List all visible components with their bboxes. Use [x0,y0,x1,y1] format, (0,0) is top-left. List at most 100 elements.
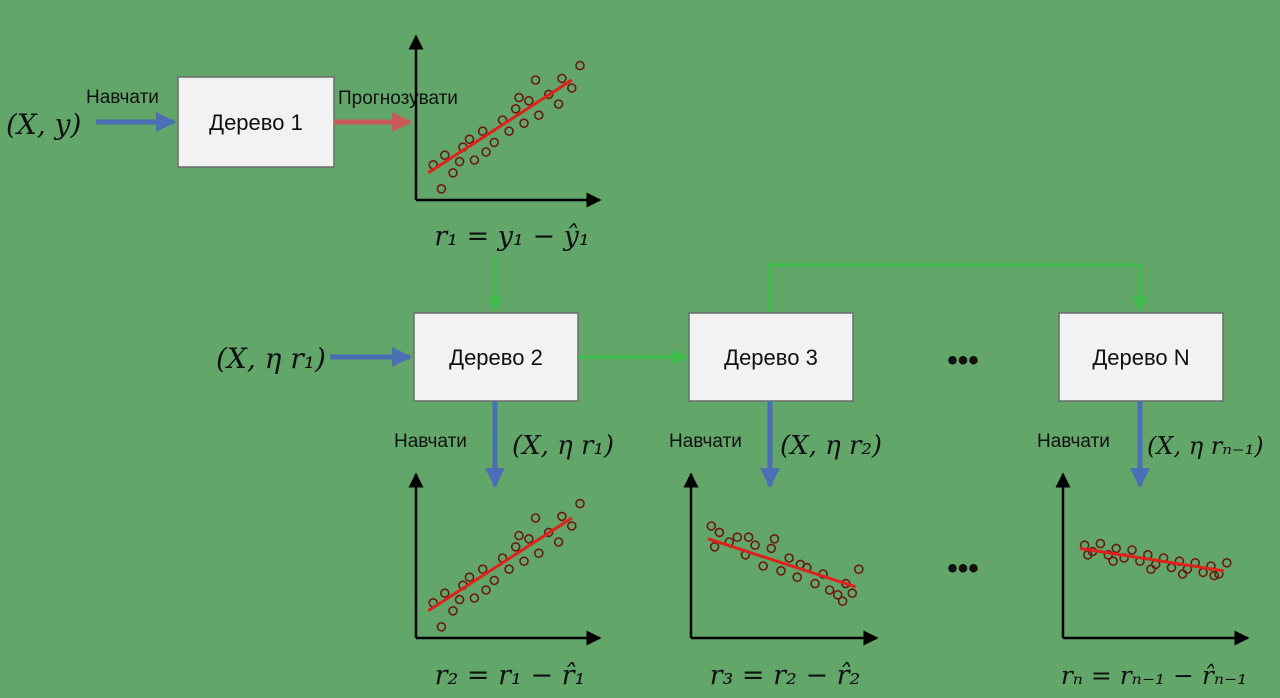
plot3-point [832,589,843,600]
plot2-point [469,593,480,603]
plotN-point [1222,557,1232,568]
train-label-2: Навчати [394,431,467,452]
fit-input-3: (X, η r₂) [780,431,882,461]
predict-label: Прогнозувати [338,88,458,109]
plot1-point [464,134,475,144]
ellipsis-bottom: ••• [947,552,979,585]
plot1-point [557,73,567,84]
ellipsis-top: ••• [947,344,979,377]
plot3-point [743,532,754,543]
plot3-point [853,564,864,575]
input-label-xy: (X, y) [6,108,81,141]
fit-input-n: (X, η rₙ₋₁) [1147,432,1264,460]
plot3-point [776,565,786,576]
plot2-point [510,541,521,552]
plot2-point [553,537,564,547]
scatter-plot-1 [408,34,602,208]
plot3-point [810,578,820,589]
plot2-point [436,621,447,632]
plot1-point [510,104,521,114]
plot1-point [448,168,458,178]
plot3-point [714,527,725,538]
plot1-point [481,147,491,157]
plot2-point [439,588,450,599]
plot2-point [477,564,488,575]
plot3-point [824,585,835,595]
plot1-point [543,89,554,100]
plotN-point [1108,556,1118,567]
train-label-top: Навчати [86,87,159,108]
plot3-point [709,541,720,552]
plot3-point [792,572,803,583]
fit-input-2: (X, η r₁) [512,431,614,461]
plot2-point [454,594,465,605]
plot3-point [758,561,769,571]
plot1-point [477,126,488,136]
plot3-point [732,532,743,543]
plot2-point [543,527,554,538]
plot1-point [514,92,524,103]
plot1-point [489,137,500,148]
plot1-point [519,118,529,128]
plot2-point [566,521,577,531]
plot3-point [766,543,777,554]
train-label-n: Навчати [1037,431,1110,452]
plotN-point [1095,538,1106,549]
plot3-fit-line [707,537,856,589]
tree-n-label: Дерево N [1092,345,1189,370]
formula-rn: rₙ = rₙ₋₁ − r̂ₙ₋₁ [1061,661,1247,690]
plot1-fit-line [427,78,573,175]
plotN-point [1209,570,1219,581]
plot1-point [566,83,577,93]
tree-2-label: Дерево 2 [449,345,543,370]
plot2-point [519,556,529,567]
plot1-point [553,99,564,109]
plot2-point [524,533,534,544]
plot1-point [524,96,534,106]
plot2-point [481,585,491,595]
plotN-point [1198,567,1208,578]
plot3-point [769,533,780,544]
plot3-point [706,521,717,531]
plot1-point [439,150,450,160]
plot2-point [464,572,475,583]
input-label-xr1: (X, η r₁) [216,342,326,375]
plot-2-marks [427,498,585,632]
plotN-point [1146,564,1156,575]
scatter-plot-n [1055,472,1250,646]
plot1-point [533,110,544,120]
plot2-point [557,511,567,522]
formula-r3: r₃ = r₂ − r̂₂ [710,660,861,691]
plot-n-marks [1079,538,1232,581]
plot3-point [837,596,848,607]
plot2-point [533,548,544,559]
plot1-point [454,156,465,167]
plot2-point [575,498,585,509]
plot-1-marks [427,60,585,194]
train-label-3: Навчати [669,431,742,452]
tree-3-label: Дерево 3 [724,345,818,370]
plotN-point [1166,562,1177,573]
plot2-point [514,530,524,541]
green-connector-tree3-to-treeN [768,263,1148,313]
scatter-plot-3 [683,472,879,646]
plotN-fit-line [1079,546,1224,573]
plot2-point [489,575,500,586]
plot1-point [469,155,480,165]
plotN-point [1177,569,1188,579]
plot1-point [436,184,447,194]
scatter-plot-2 [408,472,602,646]
plot3-point [847,588,858,599]
plot2-point [448,605,458,616]
plot2-point [504,564,514,575]
tree-1-label: Дерево 1 [209,110,303,135]
plot1-point [530,75,541,85]
plot-3-marks [706,521,864,607]
plot1-point [504,126,514,136]
plot1-point [575,60,585,71]
formula-r1: r₁ = y₁ − ŷ₁ [434,221,589,252]
plotN-point [1127,545,1137,555]
plot3-point [784,553,794,563]
formula-r2: r₂ = r₁ − r̂₁ [435,660,586,691]
